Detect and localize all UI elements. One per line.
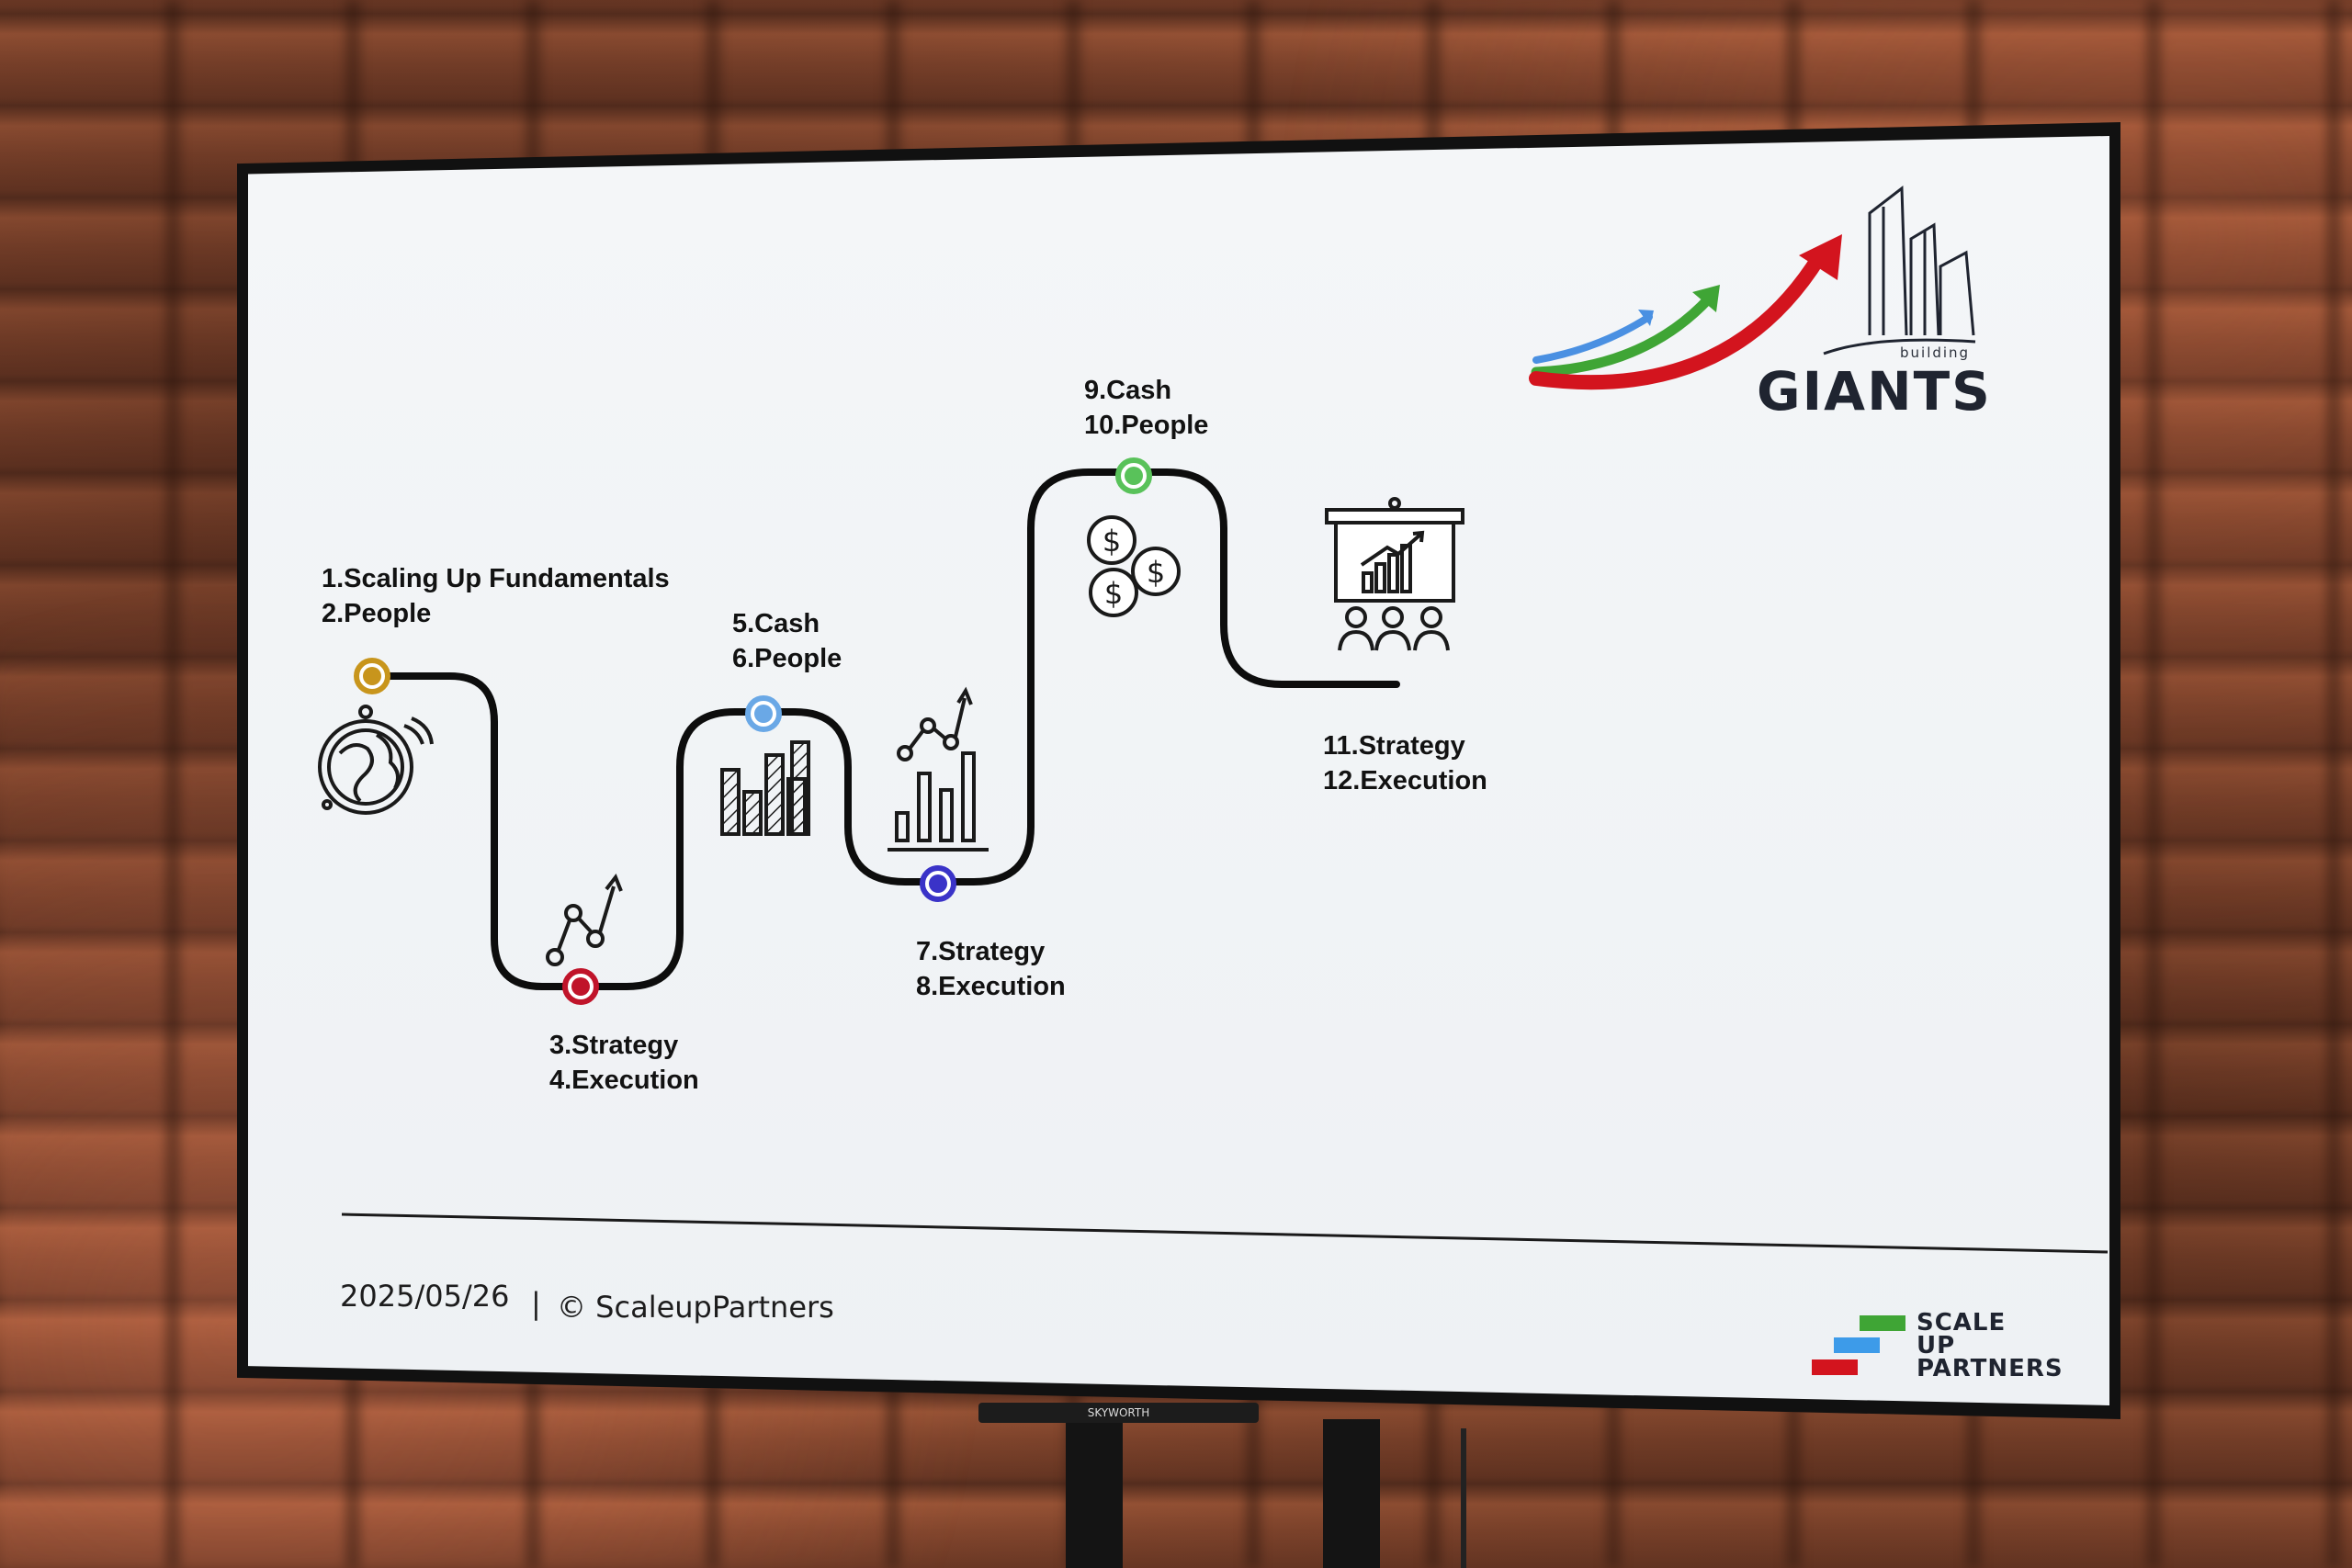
network-growth-icon bbox=[546, 873, 623, 966]
presentation-icon bbox=[1325, 497, 1464, 651]
milestone-dot-2 bbox=[562, 968, 599, 1005]
milestone-4-line1: 7.Strategy bbox=[916, 937, 1046, 966]
tv-screen bbox=[248, 136, 2109, 1405]
roadmap-path bbox=[368, 468, 1400, 990]
tv-brand-text: SKYWORTH bbox=[1087, 1406, 1150, 1419]
milestone-5-line1: 9.Cash bbox=[1084, 376, 1172, 405]
giants-logo-graphic bbox=[1529, 186, 1976, 390]
milestone-label-1: 1.Scaling Up Fundamentals 2.People bbox=[322, 561, 670, 631]
milestone-dot-3 bbox=[745, 695, 782, 732]
milestone-6-line1: 11.Strategy bbox=[1323, 731, 1465, 761]
milestone-label-3: 5.Cash 6.People bbox=[732, 606, 842, 676]
partners-line-3: PARTNERS bbox=[1917, 1355, 2064, 1382]
milestone-label-4: 7.Strategy 8.Execution bbox=[916, 934, 1066, 1004]
tv-brand-badge: SKYWORTH bbox=[978, 1403, 1259, 1423]
giants-logo-wordmark: GIANTS bbox=[1757, 360, 1992, 423]
svg-text:$: $ bbox=[1102, 524, 1121, 558]
partners-line-2: UP bbox=[1917, 1332, 1956, 1359]
milestone-label-6: 11.Strategy 12.Execution bbox=[1323, 728, 1487, 798]
giants-logo-subtitle: building bbox=[1900, 344, 1971, 361]
partners-line-1: SCALE bbox=[1917, 1309, 2007, 1337]
scaleup-partners-logo-bars bbox=[1812, 1315, 1905, 1375]
footer-copyright: © ScaleupPartners bbox=[557, 1290, 834, 1325]
milestone-5-line2: 10.People bbox=[1084, 411, 1209, 440]
footer-separator: | bbox=[531, 1286, 541, 1321]
milestone-dot-5 bbox=[1115, 457, 1152, 494]
globe-icon bbox=[318, 705, 434, 815]
tv-stand-right-pole bbox=[1323, 1419, 1380, 1568]
milestone-dot-4 bbox=[920, 865, 956, 902]
tv-stand-left-pole bbox=[1066, 1415, 1123, 1568]
svg-text:$: $ bbox=[1104, 576, 1123, 611]
milestone-4-line2: 8.Execution bbox=[916, 972, 1066, 1001]
growth-chart-icon bbox=[888, 686, 989, 852]
milestone-3-line1: 5.Cash bbox=[732, 609, 820, 638]
milestone-1-line2: 2.People bbox=[322, 599, 432, 628]
milestone-label-5: 9.Cash 10.People bbox=[1084, 373, 1208, 443]
milestone-label-2: 3.Strategy 4.Execution bbox=[549, 1028, 699, 1098]
svg-text:$: $ bbox=[1147, 555, 1165, 590]
coins-icon: $ $ $ bbox=[1087, 515, 1181, 617]
milestone-2-line2: 4.Execution bbox=[549, 1066, 699, 1095]
bar-chart-icon bbox=[720, 740, 810, 836]
tv-stand-cable bbox=[1461, 1428, 1466, 1568]
milestone-6-line2: 12.Execution bbox=[1323, 766, 1487, 795]
milestone-2-line1: 3.Strategy bbox=[549, 1031, 679, 1060]
footer-divider-line bbox=[341, 1213, 2109, 1254]
milestone-dot-1 bbox=[354, 658, 390, 694]
scaleup-partners-wordmark: SCALE UP PARTNERS bbox=[1917, 1309, 2064, 1382]
milestone-3-line2: 6.People bbox=[732, 644, 842, 673]
footer-date: 2025/05/26 bbox=[340, 1279, 510, 1314]
milestone-1-line1: 1.Scaling Up Fundamentals bbox=[322, 564, 670, 593]
